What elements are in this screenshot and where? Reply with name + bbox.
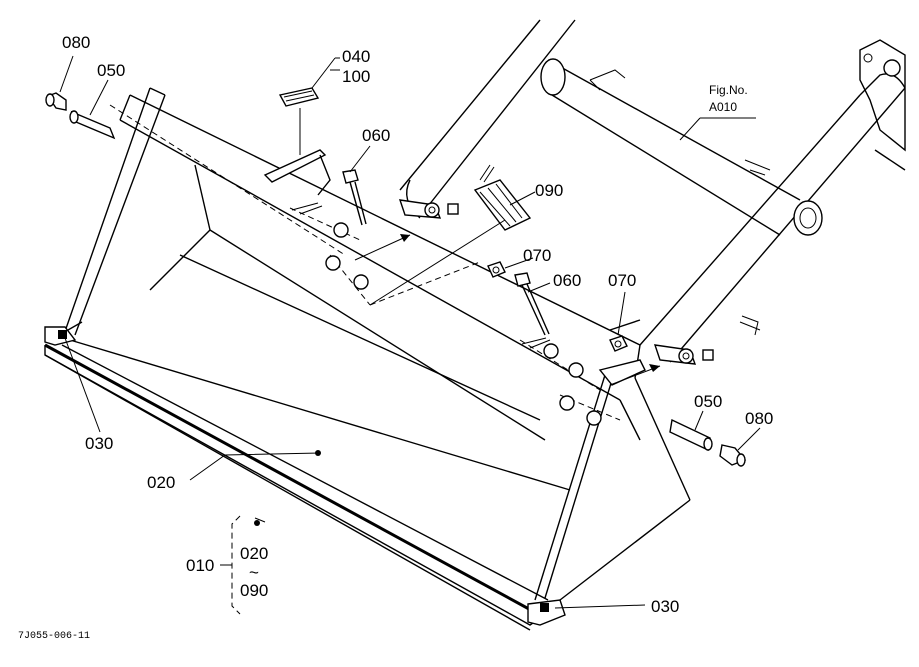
label-040: 040: [342, 47, 370, 66]
label-030-left: 030: [85, 434, 113, 453]
label-range-separator: ~: [249, 563, 259, 582]
label-060-top: 060: [362, 126, 390, 145]
label-010: 010: [186, 556, 214, 575]
label-070-mid: 070: [523, 246, 551, 265]
label-070-right: 070: [608, 271, 636, 290]
fig-no-value: A010: [709, 100, 737, 114]
part-labels: 080 050 040 100 060 Fig.No. A010 090 070…: [18, 33, 773, 642]
bucket-body: [44, 87, 691, 631]
label-080-right: 080: [745, 409, 773, 428]
fig-no-label: Fig.No.: [709, 83, 748, 97]
label-090-range-end: 090: [240, 581, 268, 600]
label-030-bottom: 030: [651, 597, 679, 616]
label-080-left: 080: [62, 33, 90, 52]
hardware: [45, 87, 747, 467]
label-050-right: 050: [694, 392, 722, 411]
label-090: 090: [535, 181, 563, 200]
loader-arms: [398, 19, 906, 365]
label-060-mid: 060: [553, 271, 581, 290]
label-020: 020: [147, 473, 175, 492]
drawing-code: 7J055-006-11: [18, 631, 90, 642]
label-100: 100: [342, 67, 370, 86]
label-020-range-start: 020: [240, 544, 268, 563]
label-050-left: 050: [97, 61, 125, 80]
